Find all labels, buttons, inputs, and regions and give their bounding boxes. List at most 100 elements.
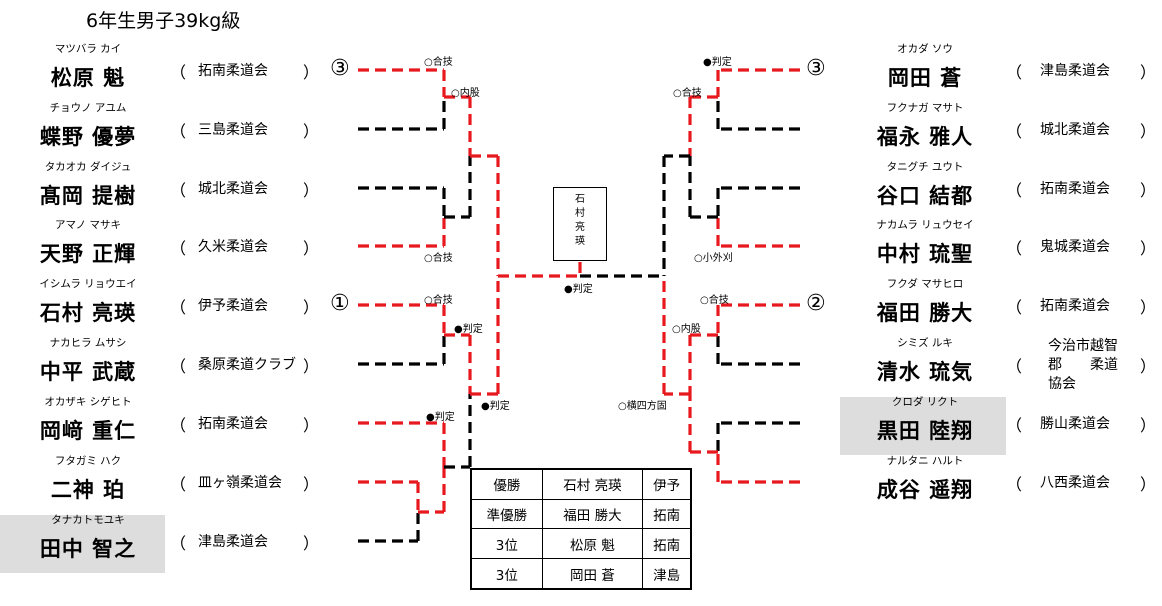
result-label: ○合技 bbox=[673, 88, 702, 99]
player-name: 谷口 結都 bbox=[876, 184, 974, 208]
player-club: 伊予柔道会 bbox=[198, 298, 268, 314]
referee-char: 村 bbox=[575, 208, 585, 219]
club-cell: 伊予 bbox=[642, 468, 692, 500]
paren-close: ） bbox=[303, 122, 320, 141]
result-label: ●判定 bbox=[564, 284, 593, 295]
club-cell: 拓南 bbox=[642, 498, 692, 530]
seed-mark: ③ bbox=[330, 56, 350, 81]
page-title: 6年生男子39kg級 bbox=[86, 10, 241, 32]
paren-close: ） bbox=[303, 63, 320, 82]
paren-open: （ bbox=[1006, 239, 1023, 258]
player-name: 中平 武蔵 bbox=[39, 360, 137, 384]
paren-open: （ bbox=[1006, 357, 1023, 376]
paren-close: ） bbox=[303, 416, 320, 435]
highlight-box bbox=[0, 515, 165, 573]
player-kana: オカダ ソウ bbox=[897, 43, 953, 55]
result-label: ○合技 bbox=[424, 57, 453, 68]
player-name: 岡﨑 重仁 bbox=[39, 419, 137, 443]
place-cell: 優勝 bbox=[470, 468, 543, 500]
player-kana: イシムラ リョウエイ bbox=[39, 278, 137, 290]
seed-mark: ② bbox=[806, 291, 826, 316]
paren-open: （ bbox=[170, 534, 187, 553]
player-club: 勝山柔道会 bbox=[1040, 416, 1110, 432]
player-club: 協会 bbox=[1048, 376, 1076, 392]
paren-open: （ bbox=[170, 239, 187, 258]
paren-close: ） bbox=[1140, 416, 1157, 435]
name-cell: 福田 勝大 bbox=[541, 498, 644, 530]
result-label: ○内股 bbox=[451, 88, 480, 99]
highlight-box bbox=[840, 397, 1006, 455]
player-name: 天野 正輝 bbox=[39, 242, 137, 266]
result-label: ○内股 bbox=[672, 324, 701, 335]
result-label: ●判定 bbox=[703, 57, 732, 68]
paren-close: ） bbox=[303, 239, 320, 258]
paren-close: ） bbox=[1140, 239, 1157, 258]
player-name: 田中 智之 bbox=[39, 537, 137, 561]
player-club: 桑原柔道クラブ bbox=[198, 357, 296, 373]
paren-open: （ bbox=[170, 357, 187, 376]
player-kana: オカザキ シゲヒト bbox=[44, 396, 132, 408]
paren-close: ） bbox=[303, 475, 320, 494]
player-club: 城北柔道会 bbox=[198, 181, 268, 197]
player-name: 中村 琉聖 bbox=[876, 242, 974, 266]
paren-open: （ bbox=[170, 475, 187, 494]
result-label: ○合技 bbox=[424, 253, 453, 264]
seed-mark: ① bbox=[330, 291, 350, 316]
player-kana: フタガミ ハク bbox=[54, 455, 122, 467]
player-kana: ナカヒラ ムサシ bbox=[49, 337, 127, 349]
player-name: 蝶野 優夢 bbox=[39, 125, 137, 149]
paren-open: （ bbox=[1006, 181, 1023, 200]
result-label: ○合技 bbox=[424, 295, 453, 306]
player-kana: クロダ リクト bbox=[891, 396, 959, 408]
place-cell: 3位 bbox=[470, 528, 543, 560]
paren-open: （ bbox=[170, 416, 187, 435]
player-kana: フクダ マサヒロ bbox=[886, 278, 964, 290]
seed-mark: ③ bbox=[806, 56, 826, 81]
player-kana: マツバラ カイ bbox=[54, 43, 122, 55]
paren-open: （ bbox=[1006, 63, 1023, 82]
result-label: ○小外刈 bbox=[694, 253, 733, 264]
table-row: 3位岡田 蒼津島 bbox=[470, 558, 692, 590]
player-kana: アマノ マサキ bbox=[54, 219, 122, 231]
place-cell: 準優勝 bbox=[470, 498, 543, 530]
player-club: 拓南柔道会 bbox=[1040, 298, 1110, 314]
player-club: 城北柔道会 bbox=[1040, 122, 1110, 138]
place-cell: 3位 bbox=[470, 558, 543, 590]
name-cell: 岡田 蒼 bbox=[541, 558, 644, 590]
paren-open: （ bbox=[1006, 122, 1023, 141]
table-row: 3位松原 魁拓南 bbox=[470, 528, 692, 560]
table-row: 準優勝福田 勝大拓南 bbox=[470, 498, 692, 530]
club-cell: 津島 bbox=[642, 558, 692, 590]
paren-close: ） bbox=[1140, 357, 1157, 376]
player-name: 石村 亮瑛 bbox=[39, 301, 137, 325]
player-club: 拓南柔道会 bbox=[198, 63, 268, 79]
paren-open: （ bbox=[1006, 416, 1023, 435]
player-kana: チョウノ アユム bbox=[49, 102, 127, 114]
paren-close: ） bbox=[303, 298, 320, 317]
player-club: 今治市越智 bbox=[1048, 338, 1118, 354]
paren-close: ） bbox=[1140, 181, 1157, 200]
paren-close: ） bbox=[1140, 122, 1157, 141]
name-cell: 松原 魁 bbox=[541, 528, 644, 560]
paren-open: （ bbox=[170, 122, 187, 141]
player-club: 久米柔道会 bbox=[198, 239, 268, 255]
player-club: 拓南柔道会 bbox=[1040, 181, 1110, 197]
result-label: ○横四方固 bbox=[618, 401, 667, 412]
referee-char: 亮 bbox=[575, 222, 585, 233]
player-kana: フクナガ マサト bbox=[886, 102, 964, 114]
player-kana: タカオカ ダイジュ bbox=[44, 161, 132, 173]
result-label: ●判定 bbox=[454, 324, 483, 335]
referee-box: 石 村 亮 瑛 bbox=[553, 187, 607, 261]
paren-close: ） bbox=[303, 357, 320, 376]
result-label: ●判定 bbox=[481, 401, 510, 412]
player-name: 福田 勝大 bbox=[876, 301, 974, 325]
player-kana: タナカトモユキ bbox=[51, 514, 125, 526]
player-name: 二神 珀 bbox=[50, 478, 126, 502]
paren-close: ） bbox=[1140, 63, 1157, 82]
paren-close: ） bbox=[303, 534, 320, 553]
player-name: 清水 琉気 bbox=[876, 360, 974, 384]
player-club: 三島柔道会 bbox=[198, 122, 268, 138]
referee-char: 瑛 bbox=[575, 236, 585, 247]
results-table: 優勝石村 亮瑛伊予 準優勝福田 勝大拓南 3位松原 魁拓南 3位岡田 蒼津島 bbox=[470, 468, 692, 590]
